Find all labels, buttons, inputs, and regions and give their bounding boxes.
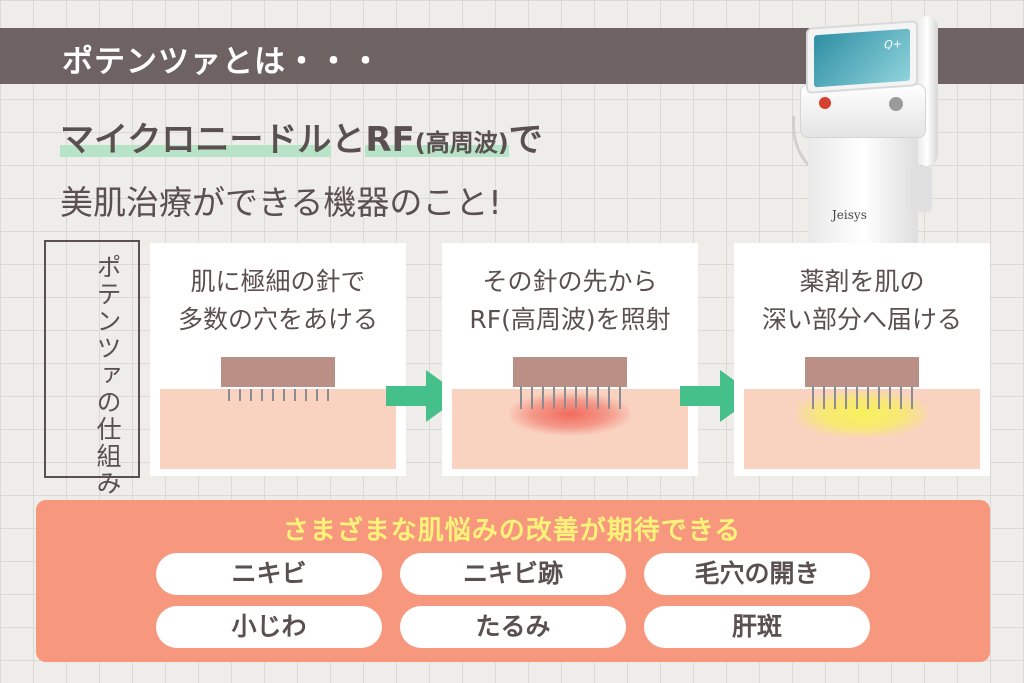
skin-layer xyxy=(160,389,396,469)
step-3-text: 薬剤を肌の 深い部分へ届ける xyxy=(734,263,990,339)
device-dial xyxy=(889,97,903,111)
step-2-text: その針の先から RF(高周波)を照射 xyxy=(442,263,698,339)
headline-de: で xyxy=(508,120,543,160)
step-2-line-1: その針の先から xyxy=(482,267,658,296)
headline-rf: RF(高周波) xyxy=(365,120,509,160)
mechanism-label: ポテンツァの仕組み xyxy=(93,254,122,497)
step-panel-3: 薬剤を肌の 深い部分へ届ける xyxy=(734,243,990,476)
needle-tips xyxy=(805,387,919,409)
needle-tips xyxy=(221,389,335,401)
banner-title: ポテンツァとは・・・ xyxy=(62,44,382,80)
benefit-pill-open-pores: 毛穴の開き xyxy=(644,553,870,595)
step-1-text: 肌に極細の針で 多数の穴をあける xyxy=(150,263,406,339)
benefit-pill-sagging: たるみ xyxy=(400,606,626,648)
potenza-device-image: Jeisys Q+ xyxy=(778,6,948,248)
needle-head xyxy=(805,357,919,387)
device-control-panel xyxy=(800,84,926,138)
subline: 美肌治療ができる機器のこと! xyxy=(60,183,502,222)
device-holder xyxy=(910,166,932,212)
benefits-title: さまざまな肌悩みの改善が期待できる xyxy=(282,516,742,546)
step-3-line-2: 深い部分へ届ける xyxy=(761,305,962,334)
needle-tips xyxy=(513,387,627,409)
benefit-pill-melasma: 肝斑 xyxy=(644,606,870,648)
device-screen: Q+ xyxy=(814,28,910,88)
headline: マイクロニードルとRF(高周波)で xyxy=(60,112,543,161)
step-panel-1: 肌に極細の針で 多数の穴をあける xyxy=(150,243,406,476)
headline-rf-label: RF xyxy=(365,120,415,160)
headline-and: と xyxy=(331,120,366,160)
device-red-button xyxy=(817,95,833,111)
benefit-pill-acne-scars: ニキビ跡 xyxy=(400,553,626,595)
needle-head xyxy=(221,357,335,387)
device-screen-text: Q+ xyxy=(884,37,902,52)
device-monitor: Q+ xyxy=(806,20,918,94)
step-3-line-1: 薬剤を肌の xyxy=(799,267,925,296)
step-1-line-1: 肌に極細の針で xyxy=(190,267,366,296)
device-brand: Jeisys xyxy=(832,208,867,222)
headline-rf-note: (高周波) xyxy=(414,129,509,157)
headline-microneedle: マイクロニードル xyxy=(60,120,332,160)
needle-head xyxy=(513,357,627,387)
benefit-pill-fine-wrinkles: 小じわ xyxy=(156,606,382,648)
step-2-line-2: RF(高周波)を照射 xyxy=(469,305,671,334)
mechanism-label-box: ポテンツァの仕組み xyxy=(44,240,140,497)
device-column: Jeisys xyxy=(808,136,918,248)
benefit-pill-acne: ニキビ xyxy=(156,553,382,595)
step-1-line-2: 多数の穴をあける xyxy=(177,305,378,334)
step-panel-2: その針の先から RF(高周波)を照射 xyxy=(442,243,698,476)
